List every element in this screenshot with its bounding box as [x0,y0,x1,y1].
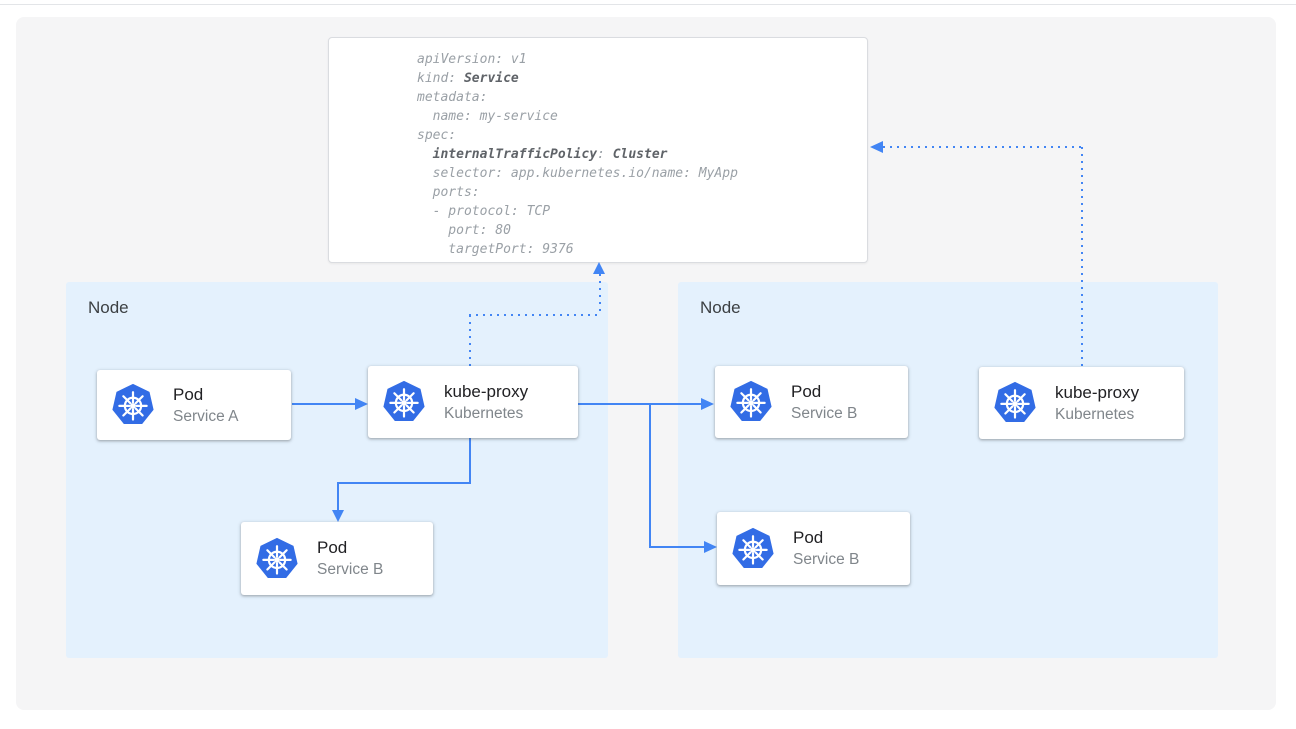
node-label: Node [700,298,741,317]
code-line: port: 80 [417,221,867,240]
code-line: ports: [417,183,867,202]
arrow-pod-a-to-kube-proxy-head [355,398,368,410]
card-pod-service-b-right-top: Pod Service B [715,366,908,438]
card-subtitle: Service B [791,404,858,422]
card-subtitle: Kubernetes [1055,405,1135,423]
node-left: Node [66,282,608,658]
card-title: kube-proxy [444,381,529,401]
node-right: Node [678,282,1218,658]
card-subtitle: Kubernetes [444,404,524,422]
top-divider [0,4,1296,5]
code-line: - protocol: TCP [417,202,867,221]
code-line: kind: Service [417,69,867,88]
dotted-right-kube-proxy-v [1081,147,1083,367]
code-text: kind: [417,71,464,86]
dotted-kube-proxy-to-yaml-v1 [469,315,471,366]
code-text: name: my-service [417,109,558,124]
code-text: : [597,147,613,162]
kubernetes-icon [382,380,426,423]
card-subtitle: Service B [793,551,860,568]
diagram-canvas: apiVersion: v1 kind: Service metadata: n… [16,17,1276,710]
code-line: internalTrafficPolicy: Cluster [417,145,867,164]
code-text: ports: [417,185,480,200]
code-line: metadata: [417,88,867,107]
arrow-to-pod-b-left-head [332,510,344,522]
card-title: Pod [791,381,822,401]
kubernetes-icon [993,381,1037,424]
kubernetes-icon [255,536,299,579]
dotted-arrow-left-head [870,141,883,153]
arrow-branch-horizontal-line [649,546,704,548]
card-subtitle: Service A [173,407,239,425]
arrow-to-pod-b-left-line [337,482,339,510]
code-text: metadata: [417,90,488,105]
arrow-pod-a-to-kube-proxy-line [292,403,355,405]
code-line: apiVersion: v1 [417,50,867,69]
code-text-bold: Cluster [612,147,668,162]
code-line: selector: app.kubernetes.io/name: MyApp [417,164,867,183]
card-pod-service-a: Pod Service A [97,370,291,440]
dotted-arrow-up-head [593,262,605,274]
kubernetes-icon [729,380,773,423]
card-title: Pod [173,384,204,404]
arrow-kube-proxy-left-line [337,482,471,484]
kubernetes-icon [731,526,775,569]
arrow-branch-vertical-line [649,403,651,548]
arrow-kube-proxy-to-right-pod-head [701,398,714,410]
card-title: kube-proxy [1055,382,1140,402]
code-text: apiVersion: v1 [417,52,527,67]
kubernetes-icon [111,383,155,426]
arrow-kube-proxy-down-line [469,438,471,484]
dotted-kube-proxy-to-yaml-v2 [599,274,601,315]
dotted-kube-proxy-to-yaml-h [469,314,600,316]
card-title: Pod [793,528,824,547]
card-subtitle: Service B [317,561,384,578]
code-text-bold: Service [463,71,519,86]
card-pod-service-b-right-bottom: Pod Service B [717,512,910,585]
code-text: targetPort: 9376 [417,242,574,257]
arrow-kube-proxy-to-right-pod-line [578,403,701,405]
dotted-right-kube-proxy-h [883,146,1082,148]
code-text: - protocol: TCP [417,204,551,219]
code-line: targetPort: 9376 [417,240,867,259]
node-label: Node [88,298,129,317]
card-pod-service-b-left: Pod Service B [241,522,433,595]
code-text-bold: internalTrafficPolicy [432,147,598,162]
card-kube-proxy-left: kube-proxy Kubernetes [368,366,578,438]
arrow-branch-to-lower-pod-head [704,541,717,553]
code-line: name: my-service [417,107,867,126]
code-text: selector: app.kubernetes.io/name: MyApp [417,166,738,181]
card-title: Pod [317,538,348,557]
code-text [417,147,433,162]
code-line: spec: [417,126,867,145]
code-text: spec: [417,128,457,143]
code-text: port: 80 [417,223,511,238]
yaml-config-panel: apiVersion: v1 kind: Service metadata: n… [328,37,868,263]
card-kube-proxy-right: kube-proxy Kubernetes [979,367,1184,439]
